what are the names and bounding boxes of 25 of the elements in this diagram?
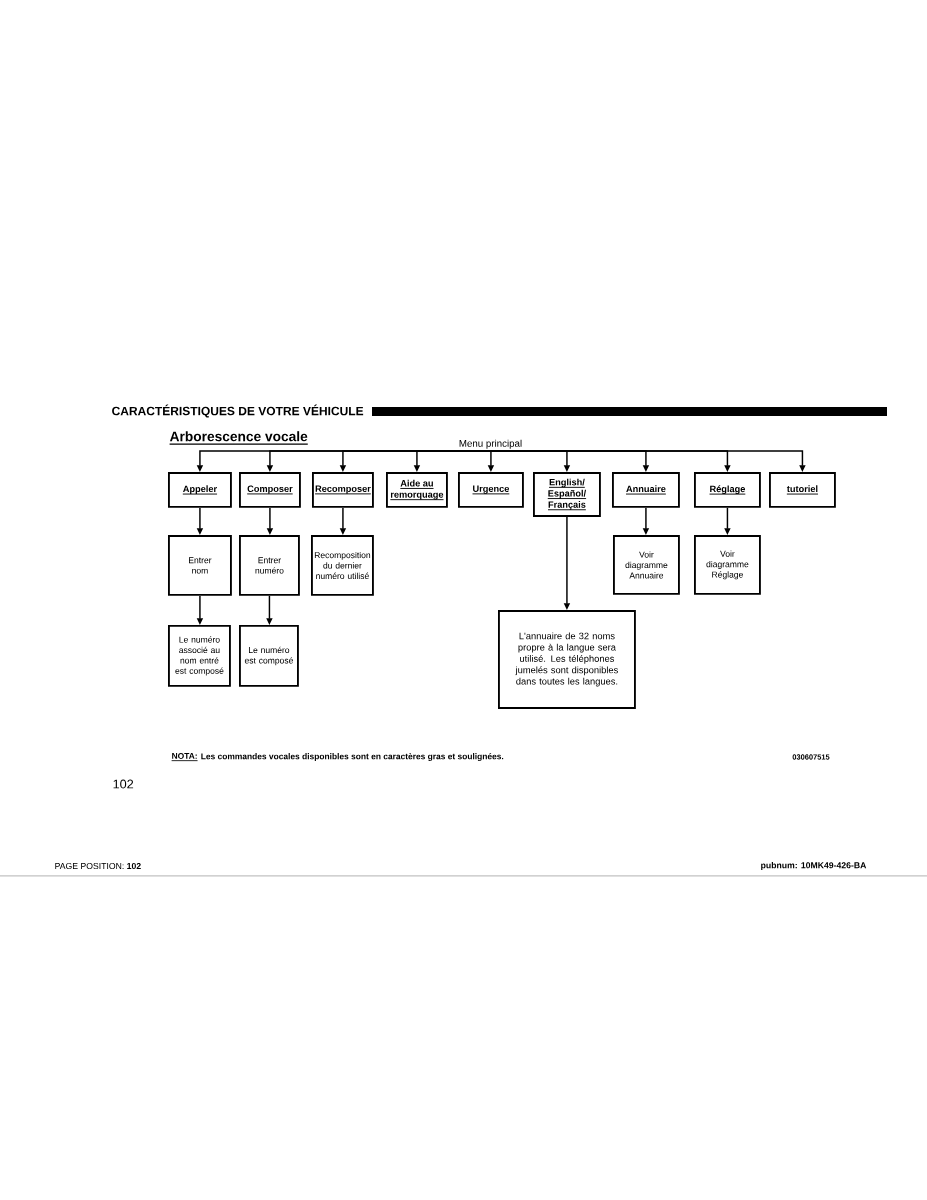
info-box: Le numéro associé au nom entré est composé	[168, 625, 231, 687]
info-box: Recomposition du dernier numéro utilisé	[311, 535, 374, 596]
command-box: tutoriel	[769, 472, 836, 508]
command-box: Composer	[239, 472, 301, 508]
note-label: NOTA:	[171, 752, 198, 762]
publication-number: pubnum: 10MK49-426-BA	[761, 862, 867, 871]
command-box: Aide au remorquage	[386, 472, 448, 508]
info-box: Voir diagramme Réglage	[694, 535, 761, 595]
command-box: Urgence	[458, 472, 524, 508]
command-box: Appeler	[168, 472, 232, 508]
info-box: L'annuaire de 32 noms propre à la langue sera utilisé. Les téléphones jumelés sont disponibles dans toutes les langues.	[498, 610, 636, 709]
diagram-title: Arborescence vocale	[168, 431, 309, 445]
info-box: Entrer numéro	[239, 535, 300, 596]
info-box: Entrer nom	[168, 535, 232, 596]
info-box: Voir diagramme Annuaire	[613, 535, 680, 595]
section-header: CARACTÉRISTIQUES DE VOTRE VÉHICULE	[112, 404, 364, 418]
page-position: PAGE POSITION: 102	[55, 862, 141, 870]
command-box: Annuaire	[612, 472, 680, 508]
command-box: Réglage	[694, 472, 761, 508]
command-box: Recomposer	[312, 472, 374, 508]
note-text: Les commandes vocales disponibles sont en caractères gras et soulignées.	[201, 753, 504, 761]
menu-label: Menu principal	[459, 439, 522, 449]
command-box: English/ Español/ Français	[533, 472, 601, 517]
page-number: 102	[113, 779, 134, 789]
info-box: Le numéro est composé	[239, 625, 299, 687]
